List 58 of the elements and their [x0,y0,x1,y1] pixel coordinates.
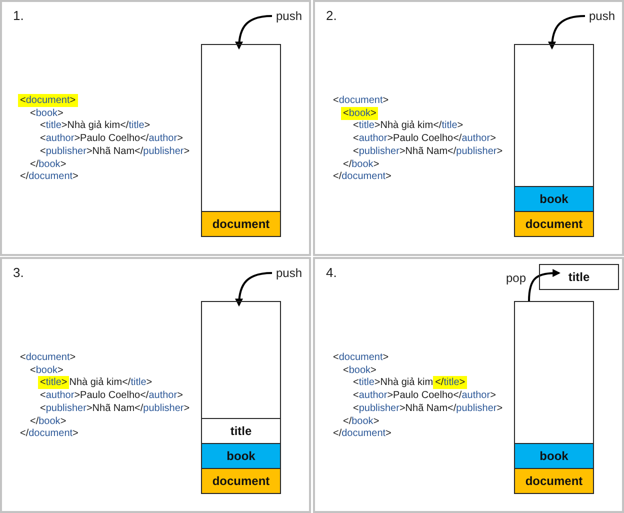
curved-arrow [235,15,272,50]
code-line: <author>Paulo Coelho</author> [40,132,183,146]
code-line: <document> [333,94,389,107]
step-panel [0,257,311,513]
highlighted-tag: <book> [341,106,378,120]
code-line: <publisher>Nhã Nam</publisher> [353,144,503,158]
stack-box [201,44,281,237]
highlighted-tag: </title> [433,376,468,390]
stack-box [514,301,594,494]
code-line: </document> [333,170,392,184]
step-panel [313,257,624,513]
stack-item: document [202,468,280,493]
stack-item: document [515,468,593,493]
code-line: </book> [30,158,66,170]
action-label: push [589,9,616,23]
curved-arrow [528,269,561,302]
stack-item: document [515,211,593,236]
step-number: 3. [13,265,24,280]
step-number: 1. [13,8,24,23]
code-line: <title>Nhà giả kim</title> [353,119,464,132]
stack-box [201,301,281,494]
code-line: <publisher>Nhã Nam</publisher> [353,402,503,415]
highlighted-tag: <document> [18,94,78,107]
code-line: <document> [20,351,76,364]
code-line: <author>Paulo Coelho</author> [353,132,496,146]
code-line: <title>Nhà giả kim</title> [40,119,150,132]
edge-label: pop [506,271,526,285]
code-line: </book> [343,414,380,428]
code-line: <book> [343,364,376,377]
highlighted-tag: <title> [38,376,70,390]
code-line: </document> [20,427,78,440]
code-line: <document> [333,351,389,364]
stack-item: book [515,186,593,211]
action-label: push [276,266,302,280]
code-line: <title>Nhà giả kim [353,376,434,390]
code-line: </document> [20,170,78,184]
code-line: <author>Paulo Coelho</author> [353,389,496,402]
curved-arrow [548,15,586,50]
stack-box [514,44,594,237]
step-panel [313,0,624,256]
code-line: </book> [343,158,380,170]
step-number: 2. [326,8,337,23]
code-line: </document> [333,427,392,440]
stack-item: book [515,443,593,468]
stack-item: book [202,443,280,468]
curved-arrow [235,272,272,307]
stack-item: document [202,211,280,236]
step-number: 4. [326,265,337,280]
code-line: <publisher>Nhã Nam</publisher> [40,402,190,415]
code-line: <book> [30,106,64,120]
popped-item: title [539,264,619,290]
action-label: push [276,9,302,23]
code-line: </book> [30,414,66,428]
step-panel [0,0,311,256]
code-line: <book> [30,364,64,377]
code-line: <publisher>Nhã Nam</publisher> [40,144,190,158]
code-line: Nhà giả kim</title> [69,376,152,390]
code-line: <author>Paulo Coelho</author> [40,389,183,402]
